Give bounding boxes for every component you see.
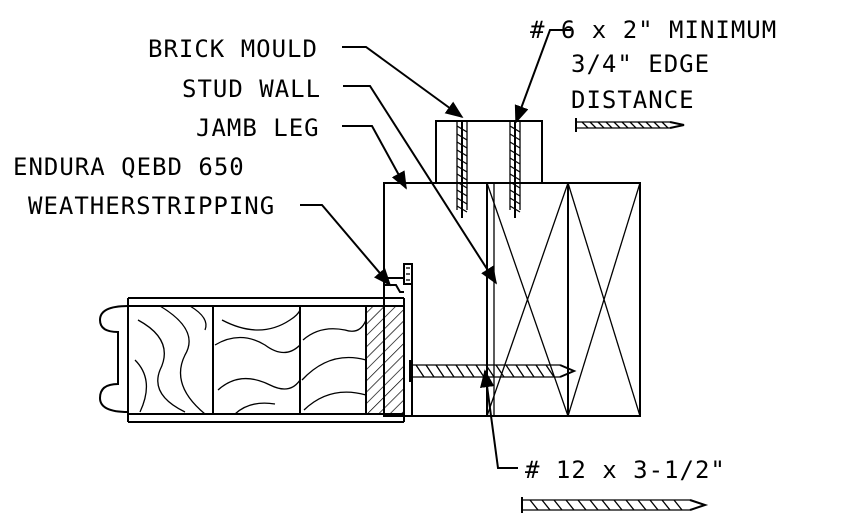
small-screw-icon [575, 118, 685, 132]
weatherstripping [384, 263, 413, 293]
leader-lines [300, 29, 571, 469]
installed-large-screw [409, 360, 577, 382]
brick-mould-leader [342, 46, 464, 119]
stud-cross-right-b [567, 182, 641, 417]
door-edge-strip [365, 305, 405, 415]
large-screw-icon [521, 497, 709, 513]
small-screw-leader [514, 29, 571, 124]
stud-wall [486, 182, 641, 417]
small-screw-label-line1: # 6 x 2" MINIMUM [530, 16, 777, 44]
small-screw-label-line2: 3/4" EDGE [571, 50, 710, 78]
stud-wall-label: STUD WALL [182, 75, 321, 103]
large-screw-label: # 12 x 3-1/2" [525, 456, 726, 484]
large-screw-leader [480, 369, 518, 469]
brick-mould-label: BRICK MOULD [148, 35, 318, 63]
jamb-and-stud-assembly [383, 182, 641, 417]
weatherstripping-label-line1: ENDURA QEBD 650 [13, 153, 245, 181]
weatherstripping-label-line2: WEATHERSTRIPPING [28, 192, 275, 220]
door-slab-section [98, 297, 405, 423]
brick-mould [435, 120, 543, 184]
installed-small-screws [456, 121, 521, 218]
jamb-leg-label: JAMB LEG [196, 114, 320, 142]
weatherstripping-leader [300, 204, 392, 287]
jamb-leg-leader [342, 125, 407, 190]
stud-wall-leader [343, 85, 497, 285]
small-screw-label-line3: DISTANCE [571, 86, 695, 114]
